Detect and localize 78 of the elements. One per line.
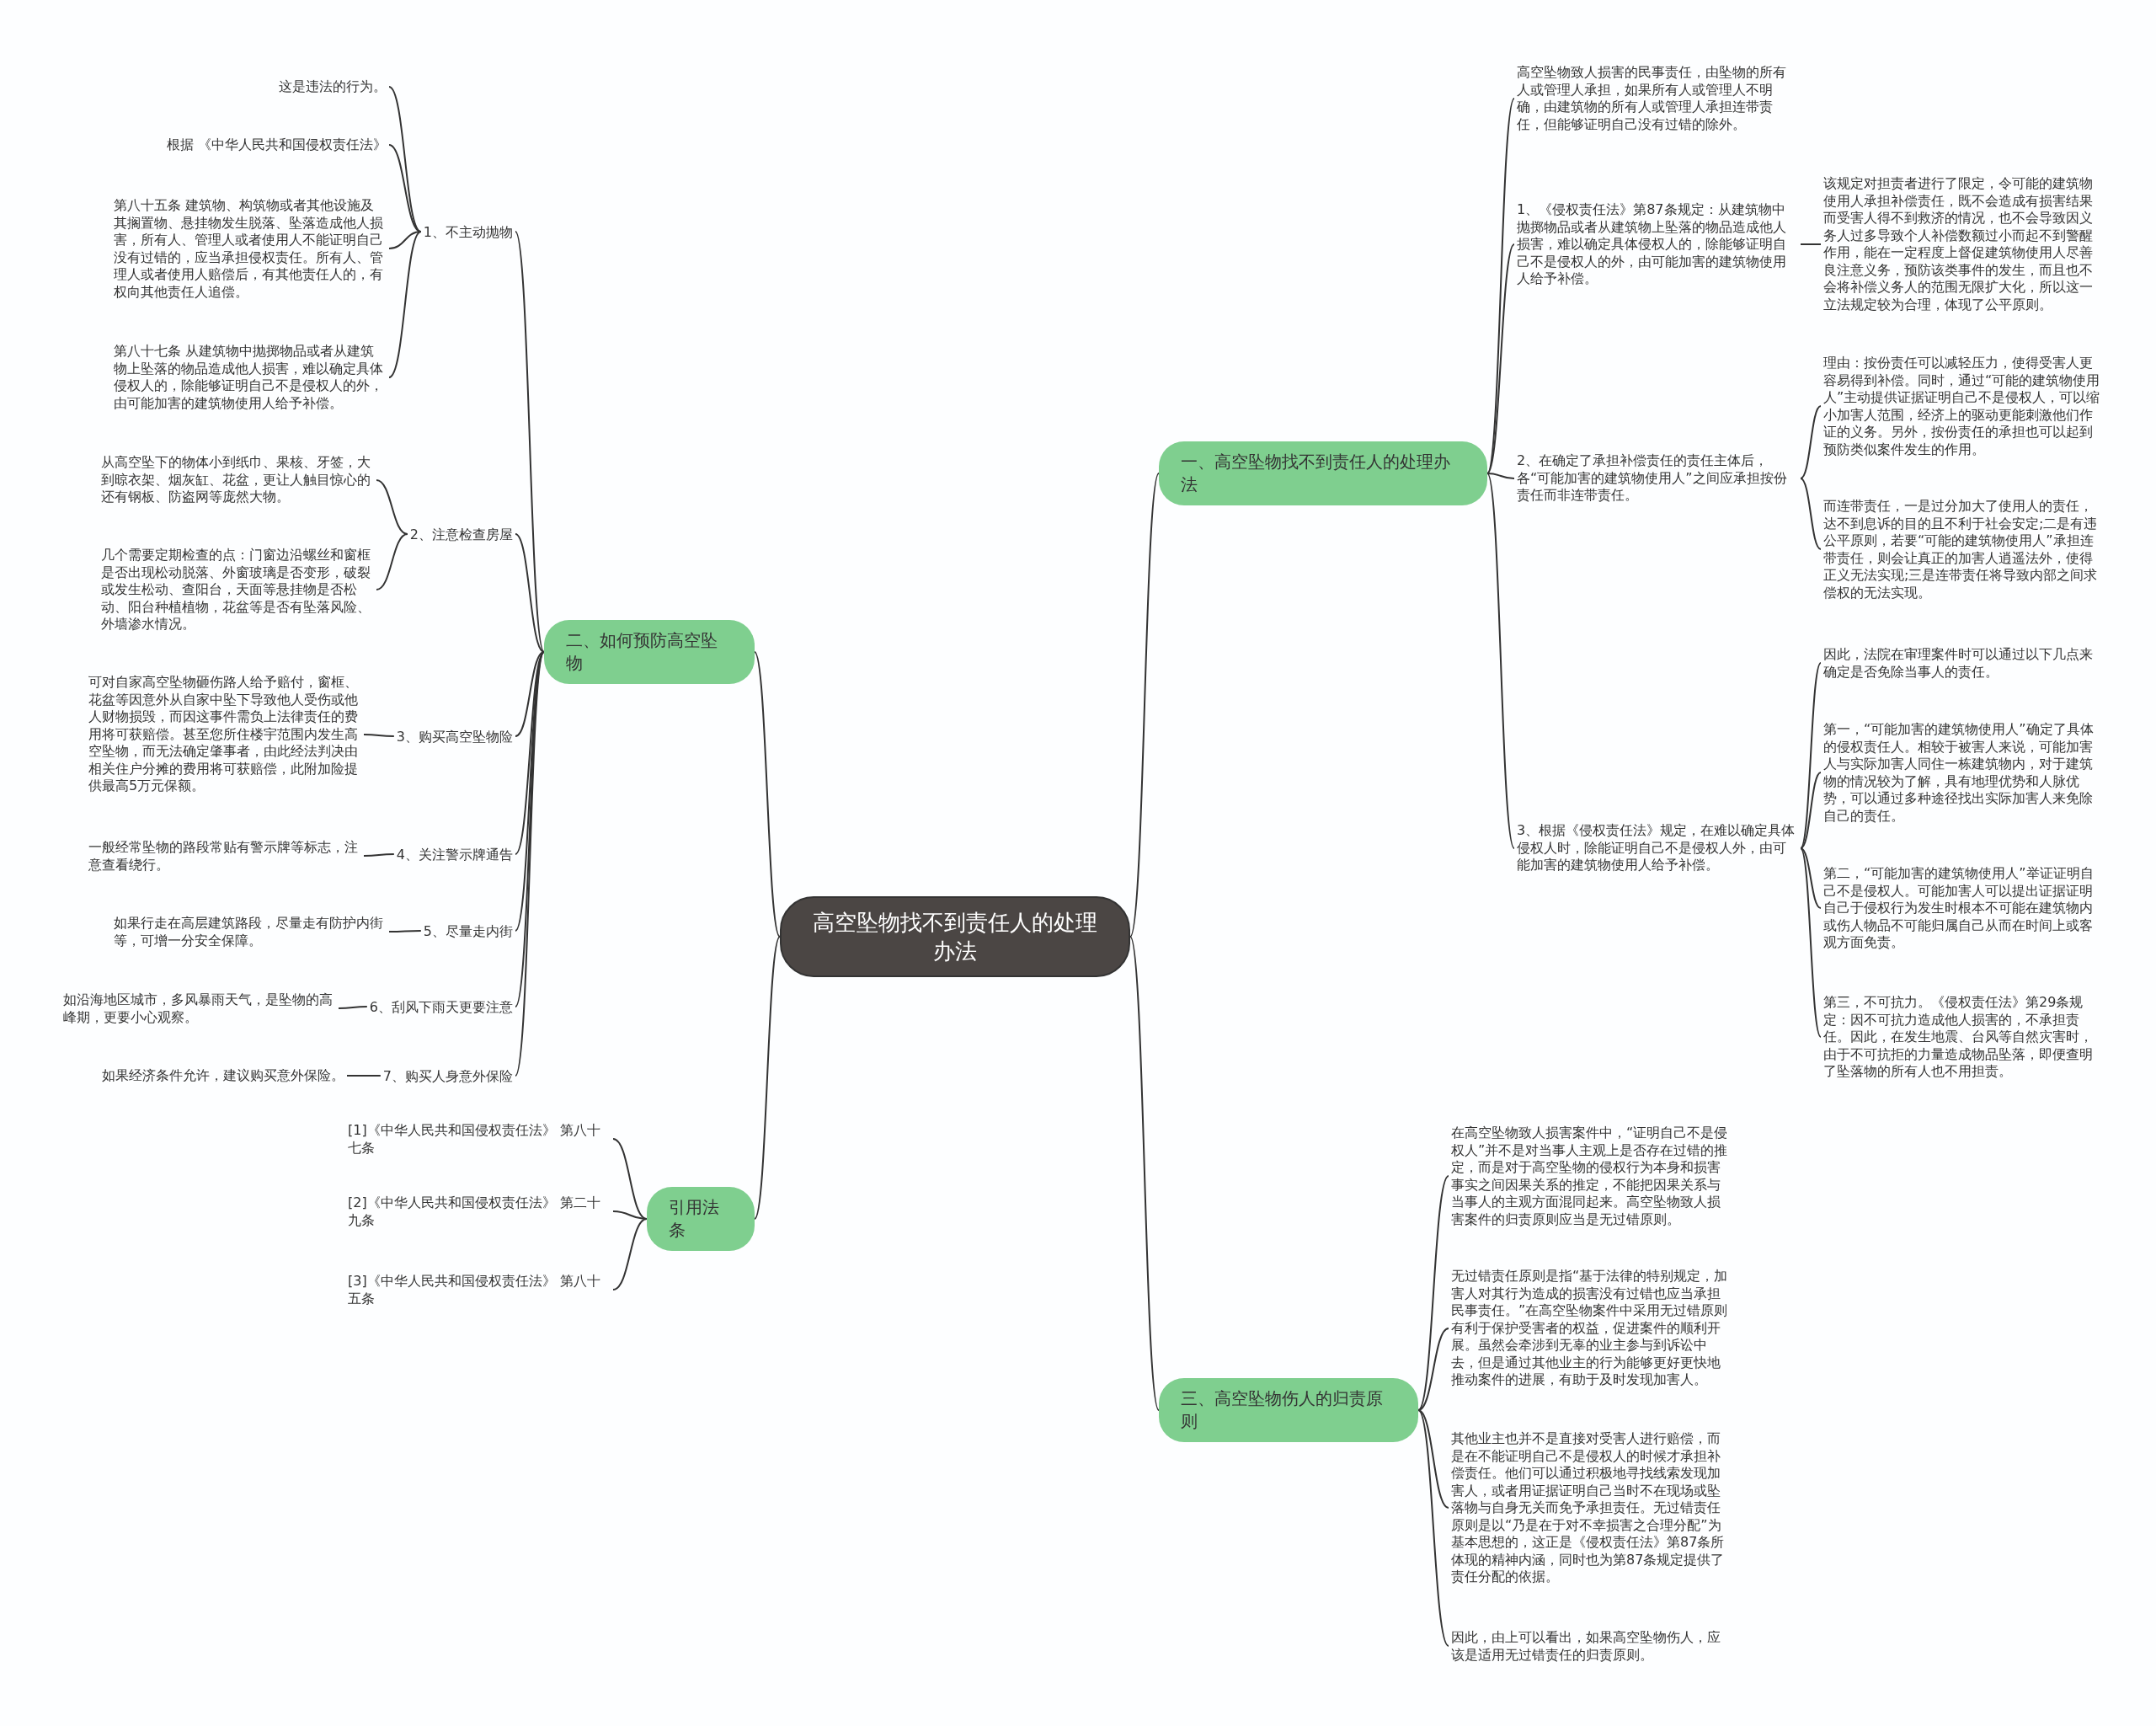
connector-line xyxy=(388,231,422,378)
note-text: 该规定对担责者进行了限定，令可能的建筑物使用人承担补偿责任，既不会造成有损害结果而受害人得不到救济的情况，也不会导致因义务人过多导致个人补偿数额过小而起不到警醒作用，能在一定程度上督促建筑物使用人尽善良注意义务，预防该类事件的发生，而且也不会将补偿义务人的范围无限扩大化，所以这一立法规定较为合理，体现了公平原则。 xyxy=(1821,174,2107,315)
connector-line xyxy=(612,1218,648,1290)
note-text: 如沿海地区城市，多风暴雨天气，是坠物的高峰期，更要小心观察。 xyxy=(61,989,339,1028)
note-text: [3]《中华人民共和国侵权责任法》 第八十五条 xyxy=(345,1270,613,1309)
connector-line xyxy=(1800,847,1822,1038)
connector-line xyxy=(388,144,422,232)
connector-line xyxy=(754,651,781,938)
subtopic-text: 4、关注警示牌通告 xyxy=(393,843,515,865)
note-text: 如果经济条件允许，建议购买意外保险。 xyxy=(99,1065,347,1087)
note-text: 其他业主也并不是直接对受害人进行赔偿，而是在不能证明自己不是侵权人的时候才承担补偿责任。他们可以通过积极地寻找线索发现加害人，或者用证据证明自己当时不在现场或坠落物与自身无关而免予承担责任。无过错责任原则是以“乃是在于对不幸损害之合理分配”为基本思想的，这正是《侵权责任法》第87条所体现的精神内涵，同时也为第87条规定提供了责任分配的依据。 xyxy=(1449,1428,1735,1588)
connector-line xyxy=(1486,243,1515,474)
note-text: 这是违法的行为。 xyxy=(276,76,389,98)
subtopic-text: 1、不主动抛物 xyxy=(420,221,515,243)
branch-topic: 二、如何预防高空坠物 xyxy=(544,620,755,684)
note-text: 因此，由上可以看出，如果高空坠物伤人，应该是适用无过错责任的归责原则。 xyxy=(1449,1627,1735,1665)
note-text: 几个需要定期检查的点：门窗边沿螺丝和窗框是否出现松动脱落、外窗玻璃是否变形，破裂或发生松动、查阳台，天面等悬挂物是否松动、阳台种植植物，花盆等是否有坠落风险、外墙渗水情况。 xyxy=(99,544,376,635)
connector-line xyxy=(1800,772,1822,849)
subtopic-text: 6、刮风下雨天更要注意 xyxy=(366,996,515,1018)
connector-line xyxy=(612,1210,648,1220)
central-topic: 高空坠物找不到责任人的处理办法 xyxy=(780,896,1130,977)
connector-line xyxy=(1486,473,1515,849)
note-text: 第三，不可抗力。《侵权责任法》第29条规定：因不可抗力造成他人损害的，不承担责任。因此，在发生地震、台风等自然灾害时，由于不可抗拒的力量造成物品坠落，即便查明了坠落物的所有人也不用担责。 xyxy=(1821,991,2107,1082)
note-text: 无过错责任原则是指“基于法律的特别规定，加害人对其行为造成的损害没有过错也应当承担民事责任。”在高空坠物案件中采用无过错原则有利于保护受害者的权益，促进案件的顺利开展。虽然会牵涉到无辜的业主参与到诉讼中去，但是通过其他业主的行为能够更好更快地推动案件的进展，有助于及时发现加害人。 xyxy=(1449,1266,1735,1391)
connector-line xyxy=(1486,98,1515,474)
note-text: 理由：按份责任可以减轻压力，使得受害人更容易得到补偿。同时，通过“可能的建筑物使用人”主动提供证据证明自己不是侵权人，可以缩小加害人范围，经济上的驱动更能刺激他们作证的义务。另外，按份责任的承担也可以起到预防类似案件发生的作用。 xyxy=(1821,352,2107,460)
connector-line xyxy=(612,1138,648,1220)
connector-line xyxy=(515,533,545,653)
connector-line xyxy=(515,651,545,737)
note-text: 根据 《中华人民共和国侵权责任法》 xyxy=(163,134,389,156)
connector-line xyxy=(346,1075,382,1077)
connector-line xyxy=(754,936,781,1220)
note-text: 如果行走在高层建筑路段，尽量走有防护内街等，可增一分安全保障。 xyxy=(111,912,389,951)
note-text: 2、在确定了承担补偿责任的责任主体后，各“可能加害的建筑物使用人”之间应承担按份责任而非连带责任。 xyxy=(1514,451,1801,506)
connector-line xyxy=(1800,662,1822,849)
note-text: 可对自家高空坠物砸伤路人给予赔付，窗框、花盆等因意外从自家中坠下导致他人受伤或他人财物损毁，而因这事件需负上法律责任的费用将可获赔偿。甚至您所住楼宇范围内发生高空坠物，而无法确定肇事者，由此经法判决由相关住户分摊的费用将可获赔偿，此附加险提供最高5万元保额。 xyxy=(86,672,364,797)
subtopic-text: 7、购买人身意外保险 xyxy=(380,1065,515,1087)
connector-line xyxy=(376,479,408,535)
subtopic-text: 3、购买高空坠物险 xyxy=(393,725,515,747)
note-text: 第八十七条 从建筑物中抛掷物品或者从建筑物上坠落的物品造成他人损害，难以确定具体侵权人的，除能够证明自己不是侵权人的外，由可能加害的建筑物使用人给予补偿。 xyxy=(111,341,389,414)
note-text: [2]《中华人民共和国侵权责任法》 第二十九条 xyxy=(345,1192,613,1231)
note-text: 在高空坠物致人损害案件中，“证明自己不是侵权人”并不是对当事人主观上是否存在过错的推定，而是对于高空坠物的侵权行为本身和损害事实之间因果关系的推定，不能把因果关系与当事人的主观方面混同起来。高空坠物致人损害案件的归责原则应当是无过错原则。 xyxy=(1449,1122,1735,1230)
connector-line xyxy=(1417,1175,1449,1411)
connector-line xyxy=(515,651,545,932)
connector-line xyxy=(1129,936,1160,1411)
connector-line xyxy=(1486,473,1515,479)
subtopic-text: 5、尽量走内街 xyxy=(420,920,515,942)
subtopic-text: 2、注意检查房屋 xyxy=(407,523,515,545)
connector-line xyxy=(363,853,395,857)
connector-line xyxy=(1417,1328,1449,1411)
connector-line xyxy=(1129,473,1160,938)
note-text: 第二，“可能加害的建筑物使用人”举证证明自己不是侵权人。可能加害人可以提出证据证明自己于侵权行为发生时根本不可能在建筑物内或伤人物品不可能归属自己从而在时间上或客观方面免责。 xyxy=(1821,863,2107,954)
connector-line xyxy=(1800,478,1822,550)
branch-topic: 三、高空坠物伤人的归责原则 xyxy=(1159,1378,1418,1442)
connector-line xyxy=(388,231,422,249)
note-text: 一般经常坠物的路段常贴有警示牌等标志，注意查看绕行。 xyxy=(86,836,364,875)
note-text: 1、《侵权责任法》第87条规定：从建筑物中抛掷物品或者从建筑物上坠落的物品造成他人损害，难以确定具体侵权人的，除能够证明自己不是侵权人的外，由可能加害的建筑物使用人给予补偿。 xyxy=(1514,199,1801,290)
note-text: 因此，法院在审理案件时可以通过以下几点来确定是否免除当事人的责任。 xyxy=(1821,644,2107,682)
note-text: [1]《中华人民共和国侵权责任法》 第八十七条 xyxy=(345,1119,613,1158)
connector-line xyxy=(1417,1409,1449,1647)
note-text: 从高空坠下的物体小到纸巾、果核、牙签，大到晾衣架、烟灰缸、花盆，更让人触目惊心的还有钢板、防盗网等庞然大物。 xyxy=(99,452,376,508)
note-text: 第一，“可能加害的建筑物使用人”确定了具体的侵权责任人。相较于被害人来说，可能加害人与实际加害人同住一栋建筑物内，对于建筑物的情况较为了解，具有地理优势和人脉优势，可以通过多种途径找出实际加害人来免除自己的责任。 xyxy=(1821,719,2107,826)
connector-line xyxy=(515,231,545,653)
connector-line xyxy=(1417,1409,1449,1509)
connector-line xyxy=(363,734,395,737)
connector-line xyxy=(388,930,422,932)
note-text: 而连带责任，一是过分加大了使用人的责任，达不到息诉的目的且不利于社会安定;二是有违公平原则，若要“可能的建筑物使用人”承担连带责任，则会让真正的加害人逍遥法外，使得正义无法实现;三是连带责任将导致内部之间求偿权的无法实现。 xyxy=(1821,495,2107,603)
connector-line xyxy=(1800,405,1822,479)
connector-line xyxy=(338,1006,368,1009)
note-text: 3、根据《侵权责任法》规定，在难以确定具体侵权人时，除能证明自己不是侵权人外，由可能加害的建筑物使用人给予补偿。 xyxy=(1514,820,1801,876)
note-text: 第八十五条 建筑物、构筑物或者其他设施及其搁置物、悬挂物发生脱落、坠落造成他人损害，所有人、管理人或者使用人不能证明自己没有过错的，应当承担侵权责任。所有人、管理人或者使用人赔偿后，有其他责任人的，有权向其他责任人追偿。 xyxy=(111,195,389,302)
note-text: 高空坠物致人损害的民事责任，由坠物的所有人或管理人承担，如果所有人或管理人不明确，由建筑物的所有人或管理人承担连带责任，但能够证明自己没有过错的除外。 xyxy=(1514,62,1801,135)
connector-line xyxy=(1800,243,1822,245)
connector-line xyxy=(376,533,408,590)
connector-line xyxy=(515,651,545,1077)
branch-topic: 一、高空坠物找不到责任人的处理办法 xyxy=(1159,441,1487,505)
connector-line xyxy=(1800,847,1822,909)
branch-topic: 引用法条 xyxy=(647,1187,755,1251)
